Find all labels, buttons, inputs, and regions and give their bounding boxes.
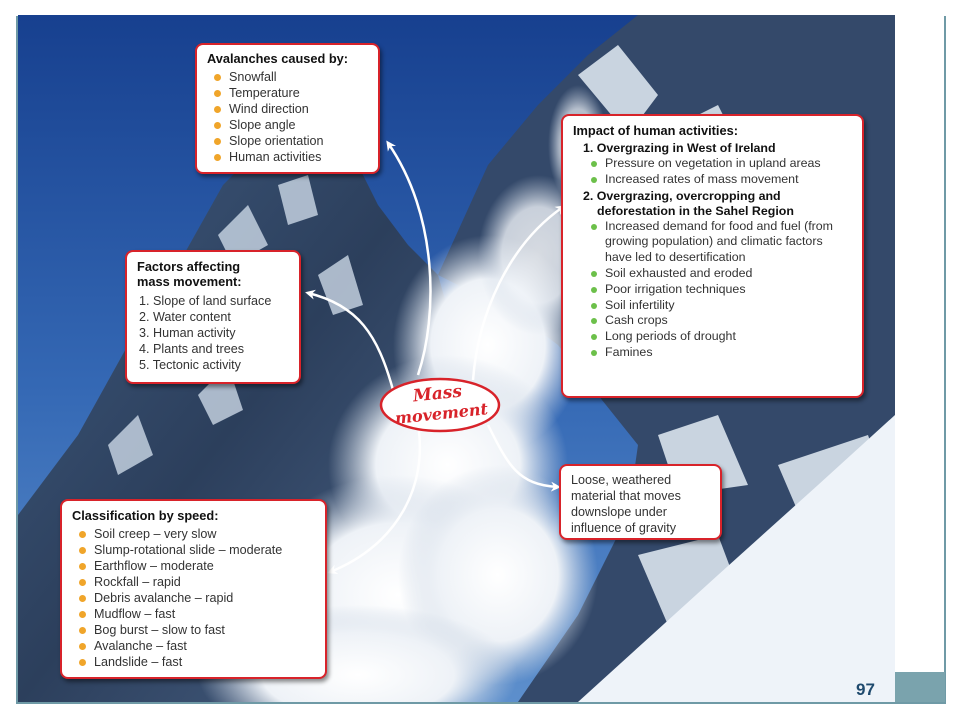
list-item: Soil exhausted and eroded (583, 266, 852, 282)
page-number: 97 (856, 680, 875, 699)
list-item: Poor irrigation techniques (583, 282, 852, 298)
impact-section2-title-line1: 2. Overgrazing, overcropping and (583, 188, 781, 203)
impact-section1-title: 1. Overgrazing in West of Ireland (583, 141, 776, 155)
list-item: Famines (583, 345, 852, 361)
factors-title-line2: mass movement: (137, 274, 242, 289)
arrow-to-definition (486, 424, 561, 492)
impact-title: Impact of human activities: (573, 123, 738, 138)
impact-section2-list: Increased demand for food and fuel (from… (583, 219, 852, 361)
arrow-to-factors (305, 289, 395, 391)
classification-list: Soil creep – very slow Slump-rotational … (72, 526, 315, 670)
frame-bottom-line (16, 702, 946, 704)
list-item: Earthflow – moderate (72, 558, 315, 574)
list-item: Debris avalanche – rapid (72, 590, 315, 606)
list-item: Cash crops (583, 313, 852, 329)
arrow-to-impact (471, 205, 566, 381)
list-item: Human activities (207, 149, 368, 165)
list-item: Soil infertility (583, 298, 852, 314)
list-item: Slope angle (207, 117, 368, 133)
list-item: 1. Slope of land surface (139, 294, 272, 308)
list-item: Pressure on vegetation in upland areas (583, 156, 852, 172)
list-item: Slump-rotational slide – moderate (72, 542, 315, 558)
list-item: 3. Human activity (139, 326, 236, 340)
avalanches-list: Snowfall Temperature Wind direction Slop… (207, 69, 368, 165)
impact-section1-list: Pressure on vegetation in upland areas I… (583, 156, 852, 188)
arrow-to-classification (327, 424, 422, 575)
list-item: 2. Water content (139, 310, 231, 324)
list-item: Avalanche – fast (72, 638, 315, 654)
factors-list: 1. Slope of land surface 2. Water conten… (137, 293, 289, 373)
avalanches-title: Avalanches caused by: (207, 51, 349, 66)
mass-movement-label: Mass movement (379, 377, 501, 433)
list-item: Rockfall – rapid (72, 574, 315, 590)
factors-box: Factors affecting mass movement: 1. Slop… (125, 250, 301, 384)
list-item: Long periods of drought (583, 329, 852, 345)
classification-box: Classification by speed: Soil creep – ve… (60, 499, 327, 679)
list-item: Landslide – fast (72, 654, 315, 670)
impact-section2-title-line2: deforestation in the Sahel Region (597, 203, 794, 218)
list-item: Soil creep – very slow (72, 526, 315, 542)
list-item: Increased demand for food and fuel (from… (583, 219, 852, 266)
factors-title: Factors affecting mass movement: (137, 259, 289, 289)
connector-arrows (305, 140, 566, 575)
list-item: Snowfall (207, 69, 368, 85)
list-item: Wind direction (207, 101, 368, 117)
page-number-bar (895, 672, 945, 702)
list-item: 5. Tectonic activity (139, 358, 241, 372)
list-item: Temperature (207, 85, 368, 101)
list-item: 4. Plants and trees (139, 342, 245, 356)
list-item: Slope orientation (207, 133, 368, 149)
frame-left-line (16, 16, 18, 704)
list-item: Bog burst – slow to fast (72, 622, 315, 638)
factors-title-line1: Factors affecting (137, 259, 241, 274)
frame-right-line (944, 16, 946, 704)
impact-box: Impact of human activities: 1. Overgrazi… (561, 114, 864, 398)
list-item: Increased rates of mass movement (583, 172, 852, 188)
classification-title: Classification by speed: (72, 508, 219, 523)
avalanches-causes-box: Avalanches caused by: Snowfall Temperatu… (195, 43, 380, 174)
definition-text: Loose, weathered material that moves dow… (571, 473, 681, 535)
arrow-to-avalanches (386, 140, 432, 376)
list-item: Mudflow – fast (72, 606, 315, 622)
definition-box: Loose, weathered material that moves dow… (559, 464, 722, 540)
impact-section2-title: 2. Overgrazing, overcropping and defores… (573, 189, 852, 219)
